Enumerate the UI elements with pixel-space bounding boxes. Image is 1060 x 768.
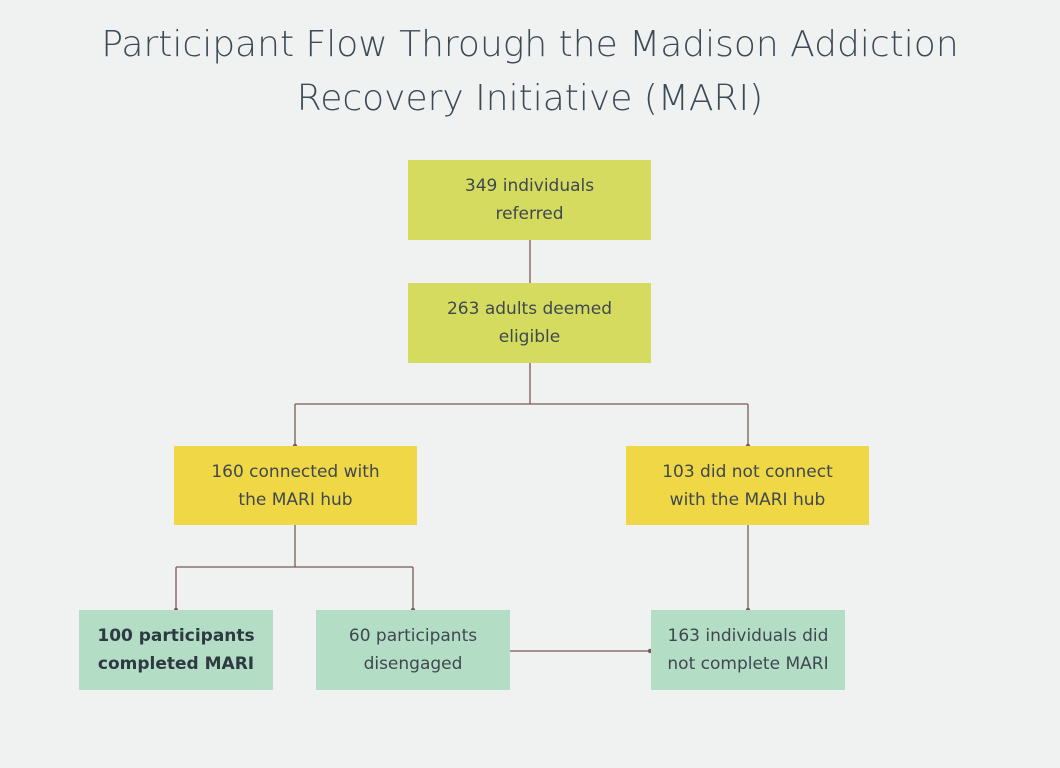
node-referred: 349 individuals referred bbox=[408, 160, 651, 240]
node-disengaged: 60 participants disengaged bbox=[316, 610, 510, 690]
node-disengaged-label: 60 participants disengaged bbox=[348, 626, 478, 674]
node-eligible: 263 adults deemed eligible bbox=[408, 283, 651, 363]
node-completed: 100 participants completed MARI bbox=[79, 610, 273, 690]
node-referred-label: 349 individuals referred bbox=[464, 176, 595, 224]
node-completed-label: 100 participants completed MARI bbox=[97, 626, 255, 674]
node-not-completed: 163 individuals did not complete MARI bbox=[651, 610, 845, 690]
node-not-connected-label: 103 did not connect with the MARI hub bbox=[662, 461, 833, 510]
node-not-connected: 103 did not connect with the MARI hub bbox=[626, 446, 869, 525]
title-line-1: Participant Flow Through the Madison Add… bbox=[101, 24, 959, 65]
node-eligible-label: 263 adults deemed eligible bbox=[446, 299, 612, 347]
node-not-completed-label: 163 individuals did not complete MARI bbox=[667, 626, 829, 674]
diagram-title: Participant Flow Through the Madison Add… bbox=[0, 18, 1060, 126]
node-connected-label: 160 connected with the MARI hub bbox=[211, 461, 380, 510]
node-connected: 160 connected with the MARI hub bbox=[174, 446, 417, 525]
title-line-2: Recovery Initiative (MARI) bbox=[296, 78, 764, 119]
